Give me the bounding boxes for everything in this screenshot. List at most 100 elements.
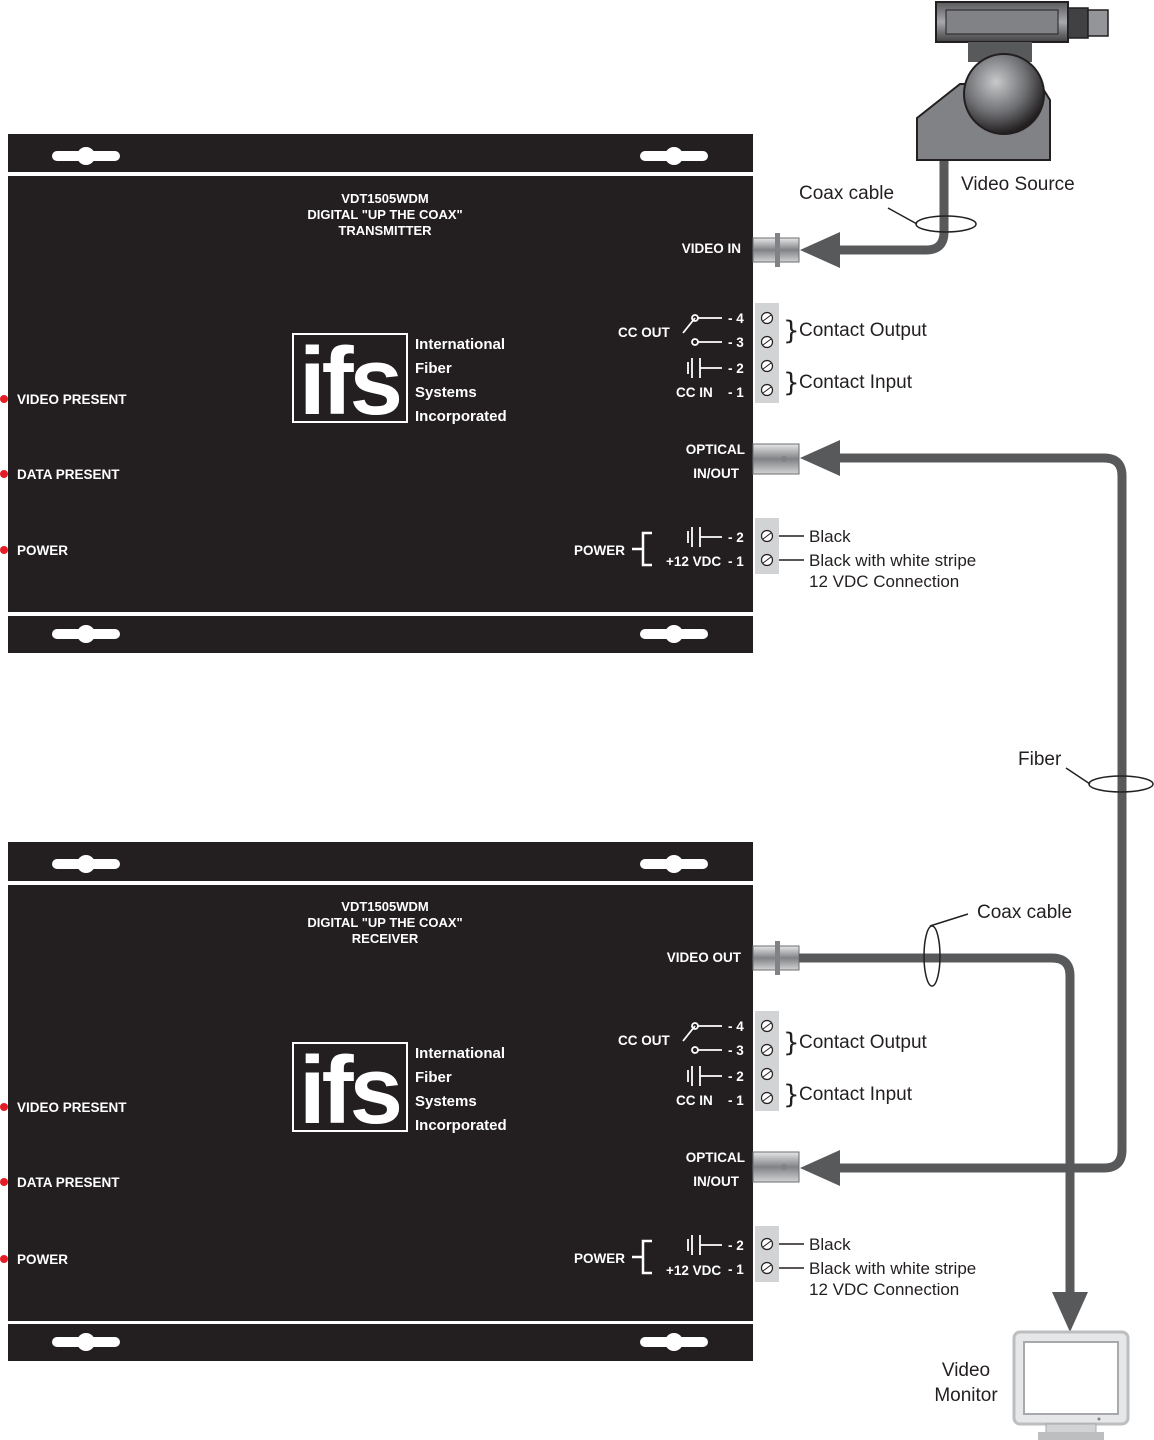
contact-input-label: Contact Input [799,372,913,393]
receiver-body [8,885,753,1321]
power-terminal-block [755,1226,779,1282]
ifs-logo: ifs International Fiber Systems Incorpor… [292,1037,507,1144]
coax-cable-bottom-label: Coax cable [977,902,1072,923]
brand-line-2: Fiber [415,360,452,377]
coax-cable-top [832,160,949,255]
bnc-connector [752,941,800,975]
vdc-label: +12 VDC [666,554,721,569]
transmitter-top-flange [8,134,753,172]
coax-cable-top-label: Coax cable [799,183,894,204]
mounting-slot [640,1333,708,1351]
terminal-4: - 4 [728,1019,744,1034]
relay-symbol [682,1022,722,1054]
terminal-1: - 1 [728,1262,744,1277]
leader-line [1065,767,1091,785]
optical-label-1: OPTICAL [686,442,745,457]
led-indicator [0,1103,8,1111]
led-indicator [0,1178,8,1186]
transmitter-body [8,176,753,612]
video-monitor-label-1: Video [942,1360,990,1381]
power-input-label: POWER [574,543,625,558]
relay-symbol [682,314,722,346]
power-wire-2-label: Black with white stripe [809,1259,976,1278]
terminal-block [755,303,779,403]
brace: } [783,368,800,398]
cc-in-label: CC IN [676,1093,713,1108]
power-wire-1-label: Black [809,527,851,546]
power-terminal-block [755,518,779,574]
arrowhead [1052,1292,1088,1332]
power-input-label: POWER [574,1251,625,1266]
brand-line-4: Incorporated [415,1117,507,1134]
video-source-label: Video Source [961,174,1075,195]
optical-connector [752,443,800,475]
battery-symbol [687,1235,722,1255]
power-wire-1-label: Black [809,1235,851,1254]
power-led-label: POWER [17,543,68,558]
receiver-bottom-flange [8,1324,753,1361]
brand-line-2: Fiber [415,1069,452,1086]
receiver-kind: RECEIVER [352,931,419,946]
brand-line-3: Systems [415,384,477,401]
data-present-label: DATA PRESENT [17,467,120,482]
cc-out-label: CC OUT [618,1033,670,1048]
fiber-label: Fiber [1018,749,1062,770]
vdc-label: +12 VDC [666,1263,721,1278]
mounting-slot [640,147,708,165]
fiber-cable [832,453,1127,1173]
coax-cable-bottom [799,953,1075,1300]
transmitter-model: VDT1505WDM [341,191,428,206]
brace: } [783,1080,800,1110]
leader-line [929,913,969,927]
power-bracket [632,531,652,567]
leader-line [887,207,918,225]
mounting-slot [640,855,708,873]
brand-line-1: International [415,336,505,353]
transmitter-bottom-flange [8,616,753,653]
power-led-label: POWER [17,1252,68,1267]
led-indicator [0,470,8,478]
terminal-3: - 3 [728,335,744,350]
led-indicator [0,395,8,403]
brace: } [783,1028,800,1058]
transmitter-kind: TRANSMITTER [338,223,432,238]
optical-label-2: IN/OUT [693,466,740,481]
optical-label-1: OPTICAL [686,1150,745,1165]
terminal-1: - 1 [728,1093,744,1108]
receiver-top-flange [8,842,753,881]
battery-symbol [687,527,722,547]
brand-line-4: Incorporated [415,408,507,425]
brand-line-1: International [415,1045,505,1062]
power-note-label: 12 VDC Connection [809,572,959,591]
brand-line-3: Systems [415,1093,477,1110]
terminal-2: - 2 [728,530,744,545]
cc-in-label: CC IN [676,385,713,400]
mounting-slot [52,147,120,165]
arrowhead [800,440,840,476]
power-note-label: 12 VDC Connection [809,1280,959,1299]
led-indicator [0,1255,8,1263]
ifs-logo: ifs International Fiber Systems Incorpor… [292,328,507,435]
video-monitor [1012,1330,1130,1440]
receiver-subtitle: DIGITAL "UP THE COAX" [307,915,462,930]
arrowhead [800,232,840,268]
optical-label-2: IN/OUT [693,1174,740,1189]
bnc-connector [752,233,800,267]
logo-text: ifs [299,328,400,435]
video-camera [916,1,1109,161]
receiver-unit: VDT1505WDM DIGITAL "UP THE COAX" RECEIVE… [0,842,800,1361]
contact-input-label: Contact Input [799,1084,913,1105]
terminal-2: - 2 [728,361,744,376]
led-indicator [0,546,8,554]
video-port-label: VIDEO OUT [667,950,742,965]
video-port-label: VIDEO IN [682,241,741,256]
terminal-4: - 4 [728,311,744,326]
brace: } [783,316,800,346]
transmitter-subtitle: DIGITAL "UP THE COAX" [307,207,462,222]
power-bracket [632,1239,652,1275]
data-present-label: DATA PRESENT [17,1175,120,1190]
battery-symbol [687,1066,722,1086]
terminal-3: - 3 [728,1043,744,1058]
mounting-slot [52,625,120,643]
